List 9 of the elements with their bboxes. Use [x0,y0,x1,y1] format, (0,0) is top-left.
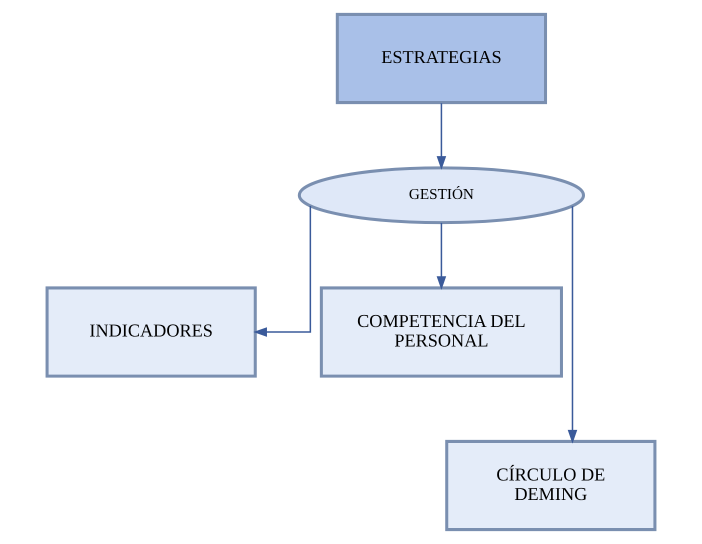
node-ellipse: GESTIÓN [298,166,586,224]
arrow [568,206,578,444]
node-box: ESTRATEGIAS [336,12,548,104]
node-box: CÍRCULO DE DEMING [445,440,656,532]
arrow [253,206,312,337]
node-box: COMPETENCIA DEL PERSONAL [320,286,563,378]
arrow [436,222,446,290]
arrow [436,103,446,170]
node-box: INDICADORES [46,286,257,378]
